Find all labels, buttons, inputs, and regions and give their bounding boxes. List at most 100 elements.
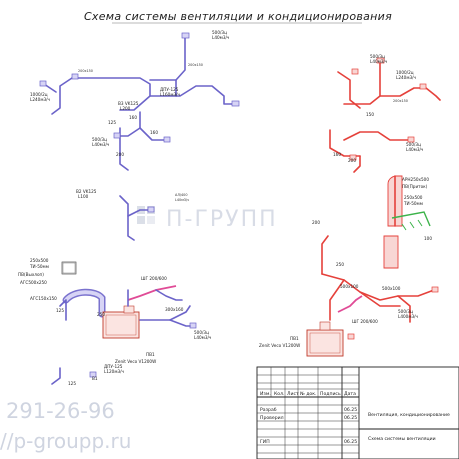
left-label-dim-b: 200x150 [188,63,203,67]
left-label-grille-tv: ТИ-50мм [29,264,49,269]
left-label-grille: 250х500 [30,258,49,263]
right-label-air-left-1: 1000/2ц [396,70,414,75]
left-label-dpu-l: L160м3/ч [160,92,181,97]
right-label-200a: 200 [348,158,356,163]
left-duct-mid-c [119,127,129,171]
left-unit-top [123,305,135,314]
tb-sheet-title: Схема системы вентиляции [368,436,436,442]
left-duct-b2 [119,195,135,241]
left-label-125a: 125 [108,120,116,125]
right-supply-pink [337,295,363,313]
left-diffuser-c [231,100,240,107]
right-diffuser-e [431,286,439,293]
left-diffuser-f [147,206,155,213]
left-label-ags150: АГС150x150 [30,296,57,301]
tb-header-ndoc: № док. [300,391,316,397]
watermark-phone: 291-26-96 [6,399,115,423]
left-label-air-small-2: L40м3/ч [175,198,189,202]
tb-row-gip: ГИП [260,439,270,445]
watermark: П-ГРУПП 291-26-96 //p-groupp.ru [0,206,278,453]
right-duct-mid-c [353,155,361,173]
left-label-shg: ШГ 200/600 [141,276,167,281]
left-label-unit-model: Zenit Veco V1200W [115,359,156,364]
left-label-air-left-2: L240м3/ч [30,97,51,102]
left-grille-box [61,261,77,275]
diagram-title: Схема системы вентиляции и кондициониров… [84,10,392,23]
left-diffuser-top [181,32,190,39]
left-diffuser-e [163,136,171,143]
right-label-shg: ШГ 200/600 [352,319,378,324]
left-duct-east [149,85,235,105]
right-label-air-mid-2: L40м3/ч [406,147,424,152]
right-label-grille-tv: ТИ-50мм [403,201,423,206]
left-diffuser-a [39,80,47,87]
left-diffuser-d [113,132,121,139]
left-diffuser-h [89,371,97,378]
left-label-125c: 125 [68,381,76,386]
left-label-125b: 125 [56,308,64,313]
left-duct-west [51,77,73,115]
left-diffuser-g [189,322,197,329]
right-diffuser-c [407,136,415,143]
left-duct-mid-a [117,111,141,137]
left-duct-out [139,305,191,321]
right-label-unit-model: Zenit Veco V1200W [259,343,300,348]
left-label-dpu: ДПУ-125 [160,87,179,92]
watermark-url: //p-groupp.ru [0,429,131,453]
left-label-b3: В3 VK125 [118,101,139,106]
left-label-air-mid-1: 500/3ц [92,137,107,142]
left-label-b3-l: L200 [120,106,131,111]
tb-header-list: Лист [287,391,299,397]
tb-header-izm: Изм. [260,391,271,397]
left-label-160b: 160 [150,130,158,135]
right-label-unit-name: ПВ1 [290,336,299,341]
right-label-air-bottom-1: 500/3ц [398,309,413,314]
right-duct-east [379,87,441,101]
left-label-ags500: АГС500x250 [20,280,47,285]
right-unit-pv1 [306,329,344,357]
right-duct-to-unit [329,279,345,321]
right-ventilation-system: 500/3ц L40м3/ч 1000/2ц L240м3/ч 200x150 … [259,54,441,357]
right-label-grille: 250х500 [404,195,423,200]
right-diffuser-top [376,57,385,64]
left-duct-main [71,77,151,111]
right-supply-green [391,211,431,231]
tb-date-proveril: 06.25 [344,415,357,421]
left-label-air-mid-2: L40м3/ч [92,142,110,147]
tb-project: Вентиляция, кондиционирование [368,412,450,418]
right-label-pv-intake: ПВ(Приток) [402,184,428,189]
tb-row-proveril: Проверил [260,415,284,421]
tb-header-data: Дата [344,391,356,397]
title-block: Изм. Кол. Лист № док. Подпись Дата Разра… [256,366,459,459]
right-label-500x100b: 500x100 [382,286,401,291]
right-label-100: 100 [424,236,432,241]
right-duct-mid-b [343,131,411,141]
left-label-b2-l: L100 [78,194,89,199]
right-label-150: 150 [366,112,374,117]
right-duct-top-riser [343,61,381,105]
left-duct-top-riser [149,35,186,81]
left-label-air-bottom-2: L40м3/ч [194,335,212,340]
tb-header-podpis: Подпись [320,391,341,397]
right-duct-left-drop [321,235,329,275]
right-label-200b: 200 [312,220,320,225]
left-label-b1: В1 [92,376,98,381]
left-label-160a: 160 [129,115,137,120]
left-label-unit-name: ПВ1 [146,352,155,357]
left-label-200a: 200 [116,152,124,157]
left-label-250: 250 [97,312,105,317]
left-label-air-top-2: L40м3/ч [212,35,230,40]
tb-date-razrab: 06.25 [344,407,357,413]
left-label-air-small-1: АЛ/400 [175,193,187,197]
right-label-250: 250 [336,262,344,267]
left-label-pv-outlet: ПВ(Выхлоп) [18,272,44,277]
left-label-air-bottom-1: 500/3ц [194,330,209,335]
right-label-160: 160 [333,152,341,157]
right-label-air-mid-1: 500/3ц [406,142,421,147]
right-label-air-bottom-2: L400м3/ч [398,314,419,319]
left-supply-pink [127,285,177,301]
tb-date-gip: 06.25 [344,439,357,445]
tb-header-kol: Кол. [274,391,284,397]
watermark-brand: П-ГРУПП [166,207,278,232]
